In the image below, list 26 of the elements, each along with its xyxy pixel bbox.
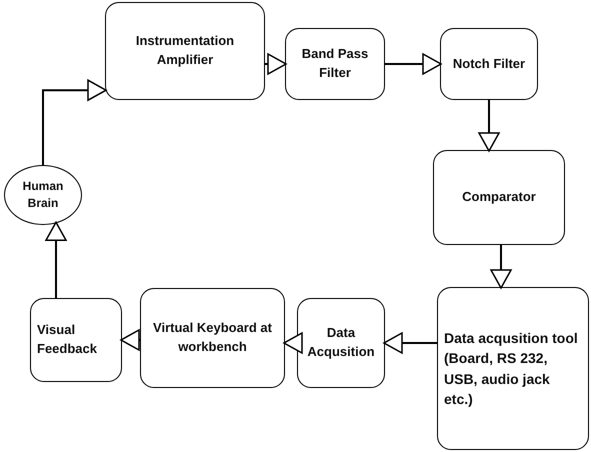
node-label: Human Brain bbox=[22, 178, 64, 212]
arrow bbox=[383, 332, 437, 354]
node-label: Virtual Keyboard at workbench bbox=[152, 319, 273, 356]
process-box bbox=[297, 298, 385, 388]
arrow bbox=[265, 53, 287, 75]
node-label: Comparator bbox=[462, 188, 536, 206]
process-box bbox=[437, 287, 589, 450]
arrow bbox=[45, 222, 67, 298]
process-box bbox=[30, 298, 122, 382]
node-label: Instrumentation Amplifier bbox=[134, 32, 236, 69]
arrow bbox=[385, 53, 442, 75]
arrow bbox=[120, 329, 140, 351]
node-label: Data acqusition tool (Board, RS 232, USB, audio jack etc.) bbox=[444, 328, 579, 409]
process-box bbox=[285, 28, 385, 100]
node-label: Visual Feedback bbox=[37, 321, 98, 358]
process-box bbox=[433, 150, 565, 245]
arrow bbox=[283, 332, 303, 354]
process-box bbox=[440, 28, 538, 100]
process-box bbox=[105, 2, 265, 100]
node-label: Notch Filter bbox=[452, 54, 526, 73]
node-label: Data Acqusition bbox=[306, 324, 376, 361]
node-label: Band Pass Filter bbox=[300, 45, 370, 82]
arrow bbox=[42, 79, 107, 165]
arrow bbox=[490, 245, 512, 289]
arrow bbox=[478, 100, 500, 152]
process-box bbox=[140, 288, 285, 388]
